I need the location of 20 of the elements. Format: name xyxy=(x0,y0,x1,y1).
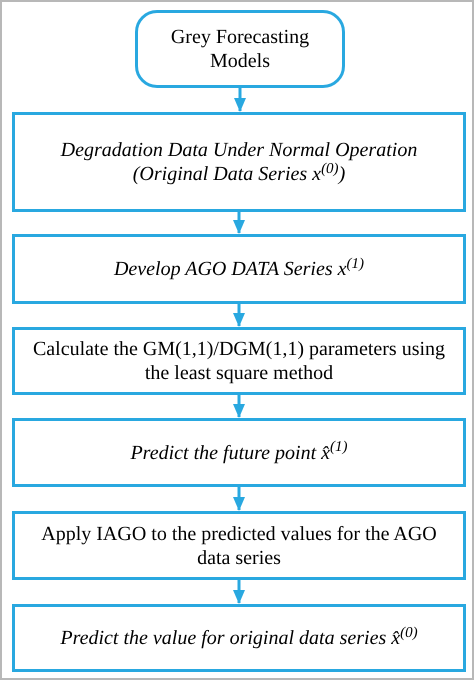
process-box xyxy=(12,112,466,212)
process-box xyxy=(12,418,466,487)
process-box xyxy=(12,234,466,304)
arrow xyxy=(233,395,245,418)
step-text: Predict the value for original data series x̂$^{(0)}$ xyxy=(60,626,418,650)
step-text: Degradation Data Under Normal Operation (Original Data Series x$^{(0)}$) xyxy=(60,138,418,186)
step-text: Develop AGO DATA Series x$^{(1)}$ xyxy=(114,257,364,281)
step-text: Apply IAGO to the predicted values for the AGO data series xyxy=(40,522,438,570)
step-text: Predict the future point x̂$^{(1)}$ xyxy=(130,440,348,464)
process-box xyxy=(12,511,466,580)
arrow xyxy=(234,88,246,112)
step-text: Calculate the GM(1,1)/DGM(1,1) parameters using the least square method xyxy=(32,337,446,385)
start-rounded-box xyxy=(135,10,345,88)
arrow xyxy=(233,304,245,327)
arrow xyxy=(233,487,245,511)
process-box xyxy=(12,327,466,395)
arrow xyxy=(233,212,245,234)
step-text: Grey Forecasting Models xyxy=(170,25,310,73)
arrow xyxy=(233,580,245,604)
process-box xyxy=(12,604,466,672)
